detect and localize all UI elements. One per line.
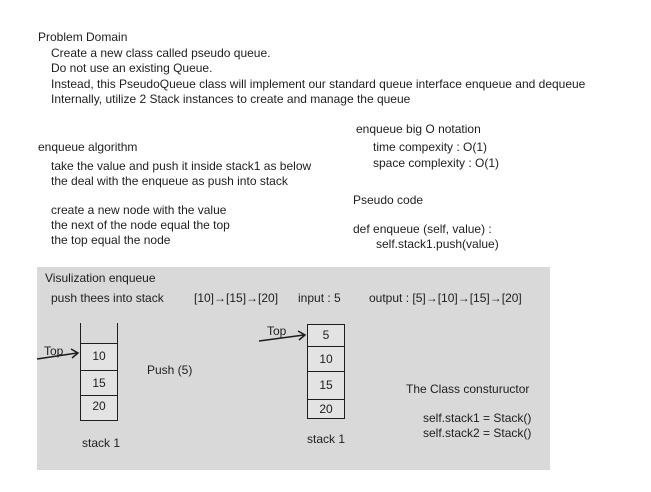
top-label-before: Top (44, 344, 64, 358)
algorithm-line-1: take the value and push it inside stack1… (51, 159, 312, 173)
constructor-line-1: self.stack1 = Stack() (423, 411, 532, 425)
pseudo-heading: Pseudo code (353, 193, 424, 207)
visualization-heading: Visulization enqueue (45, 271, 156, 285)
pseudo-signature: def enqueue (self, value) : (353, 222, 492, 236)
pseudo-body: self.stack1.push(value) (376, 237, 499, 251)
stack-before-caption: stack 1 (82, 436, 121, 450)
stack-after-caption: stack 1 (307, 432, 346, 446)
stack-after-cell-3: 15 (308, 371, 344, 399)
input-label: input : 5 (298, 291, 341, 305)
time-complexity: time compexity : O(1) (373, 140, 488, 154)
stack-before-cell-3: 20 (81, 395, 117, 420)
problem-line-1: Create a new class called pseudo queue. (51, 46, 271, 60)
algorithm-line-2: the deal with the enqueue as push into s… (51, 174, 288, 188)
space-complexity: space complexity : O(1) (373, 156, 500, 170)
stack-before-cell-2: 15 (81, 370, 117, 395)
algorithm-line-3: create a new node with the value (51, 203, 227, 217)
problem-line-2: Do not use an existing Queue. (51, 61, 213, 75)
stack-before-cell-1: 10 (92, 349, 106, 363)
stack-before-left-wall (80, 323, 81, 343)
top-label-after: Top (267, 324, 287, 338)
big-o-heading: enqueue big O notation (356, 122, 481, 136)
algorithm-line-4: the next of the node equal the top (51, 218, 230, 232)
stack-after: 5 10 15 20 (307, 324, 345, 419)
algorithm-line-5: the top equal the node (51, 233, 171, 247)
top-arrow-before (36, 348, 80, 360)
output-label: output : [5]→[10]→[15]→[20] (369, 291, 522, 305)
stack-before: 10 15 20 (80, 343, 118, 421)
constructor-heading: The Class constuructor (406, 382, 530, 396)
visualization-panel: Visulization enqueue push thees into sta… (36, 267, 550, 470)
problem-line-4: Internally, utilize 2 Stack instances to… (51, 92, 411, 106)
problem-line-3: Instead, this PseudoQueue class will imp… (51, 77, 586, 91)
push-operation: Push (5) (147, 363, 193, 377)
push-text: push thees into stack (51, 291, 164, 305)
stack-after-cell-1: 5 (322, 328, 330, 342)
stack-after-cell-4: 20 (308, 399, 344, 418)
constructor-line-2: self.stack2 = Stack() (423, 426, 532, 440)
problem-heading: Problem Domain (38, 30, 128, 44)
algorithm-heading: enqueue algorithm (38, 140, 138, 154)
push-sequence: [10]→[15]→[20] (194, 291, 279, 305)
stack-after-cell-2: 10 (308, 346, 344, 371)
top-arrow-after (258, 330, 307, 342)
stack-before-right-wall (117, 323, 118, 343)
